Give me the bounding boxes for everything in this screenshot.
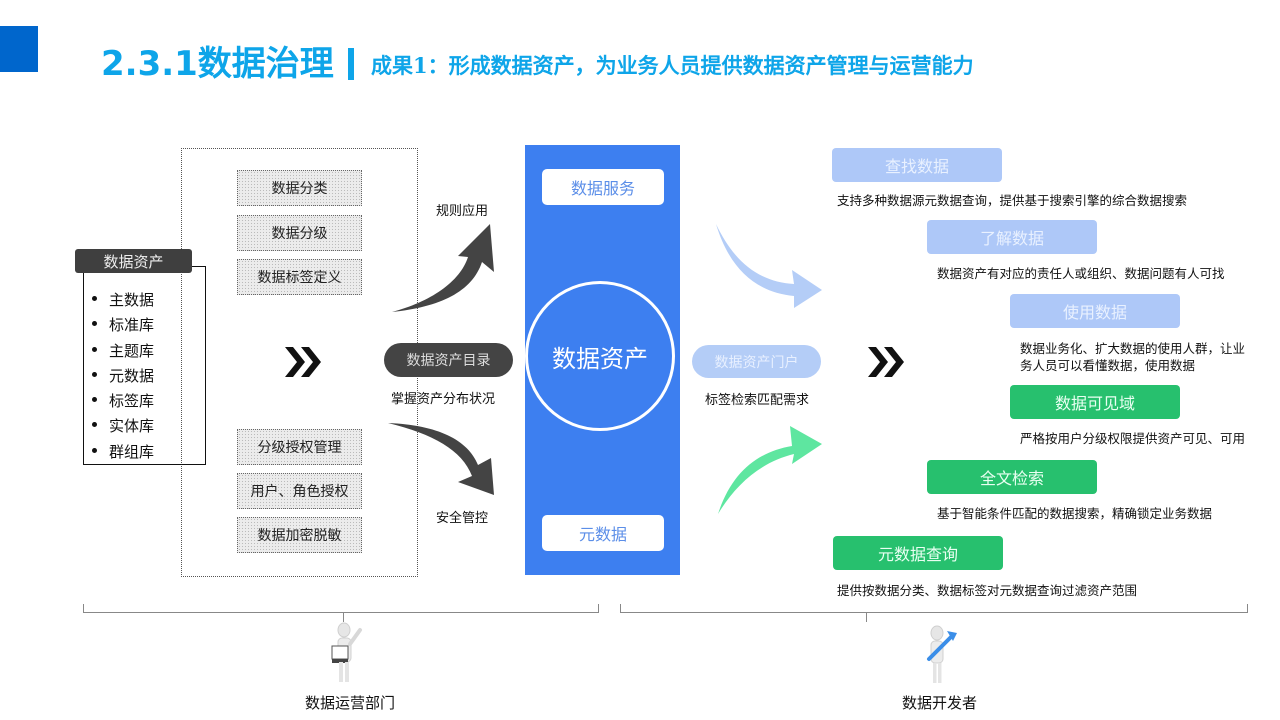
metadata-button[interactable]: 元数据 xyxy=(542,515,664,551)
operations-dept-label: 数据运营部门 xyxy=(305,694,396,712)
right-bracket-stem xyxy=(866,612,867,622)
data-service-button[interactable]: 数据服务 xyxy=(542,169,664,205)
page-title: 2.3.1数据治理 xyxy=(101,44,334,84)
fulltext-search-desc: 基于智能条件匹配的数据搜索，精确锁定业务数据 xyxy=(937,506,1213,521)
governance-item: 数据标签定义 xyxy=(237,259,362,295)
data-asset-circle: 数据资产 xyxy=(525,281,675,431)
list-item: 标签库 xyxy=(92,389,154,414)
list-item: 标准库 xyxy=(92,313,154,338)
governance-item: 用户、角色授权 xyxy=(237,473,362,509)
curved-arrow-blue-icon xyxy=(716,224,822,308)
title-divider xyxy=(348,48,354,80)
asset-list-title: 数据资产 xyxy=(75,249,192,273)
bullet-icon xyxy=(92,397,97,403)
developer-label: 数据开发者 xyxy=(902,694,978,712)
data-visibility-desc: 严格按用户分级权限提供资产可见、可用 xyxy=(1020,431,1246,446)
list-item: 主数据 xyxy=(92,288,154,313)
data-asset-circle-label: 数据资产 xyxy=(552,344,648,373)
asset-portal-caption: 标签检索匹配需求 xyxy=(705,393,810,408)
understand-data-desc: 数据资产有对应的责任人或组织、数据问题有人可找 xyxy=(937,266,1225,281)
metadata-query-button[interactable]: 元数据查询 xyxy=(833,536,1003,570)
left-bracket-stem xyxy=(343,612,344,622)
left-bracket xyxy=(83,604,599,613)
bullet-icon xyxy=(92,447,97,453)
governance-item: 数据加密脱敏 xyxy=(237,517,362,553)
bullet-icon xyxy=(92,296,97,301)
corner-accent-block xyxy=(0,26,38,72)
curved-arrow-up-icon xyxy=(392,224,494,312)
curved-arrow-down-icon xyxy=(388,423,494,495)
metadata-query-desc: 提供按数据分类、数据标签对元数据查询过滤资产范围 xyxy=(837,583,1138,598)
governance-item: 数据分级 xyxy=(237,215,362,251)
arrow-down-caption: 安全管控 xyxy=(436,511,489,526)
page-subtitle: 成果1：形成数据资产，为业务人员提供数据资产管理与运营能力 xyxy=(371,53,974,78)
asset-portal-pill[interactable]: 数据资产门户 xyxy=(692,345,821,378)
data-visibility-button[interactable]: 数据可见域 xyxy=(1010,385,1180,419)
double-chevron-icon xyxy=(868,347,904,377)
curved-arrow-green-icon xyxy=(718,426,822,514)
bullet-icon xyxy=(92,321,97,327)
double-chevron-icon xyxy=(285,347,321,377)
person-tools-icon xyxy=(927,625,957,683)
list-item: 主题库 xyxy=(92,339,154,364)
find-data-desc: 支持多种数据源元数据查询，提供基于搜索引擎的综合数据搜索 xyxy=(837,193,1188,208)
use-data-button[interactable]: 使用数据 xyxy=(1010,294,1180,328)
list-item: 群组库 xyxy=(92,440,154,465)
use-data-desc: 数据业务化、扩大数据的使用人群，让业 务人员可以看懂数据，使用数据 xyxy=(1020,341,1246,373)
governance-item: 数据分类 xyxy=(237,170,362,206)
list-item: 元数据 xyxy=(92,364,154,389)
fulltext-search-button[interactable]: 全文检索 xyxy=(927,460,1097,494)
arrow-up-caption: 规则应用 xyxy=(436,204,489,219)
list-item: 实体库 xyxy=(92,414,154,439)
person-laptop-icon xyxy=(331,622,362,682)
asset-list: 主数据 标准库 主题库 元数据 标签库 实体库 群组库 xyxy=(92,288,154,465)
asset-catalog-caption: 掌握资产分布状况 xyxy=(391,392,496,407)
find-data-button[interactable]: 查找数据 xyxy=(832,148,1002,182)
asset-list-frame-top xyxy=(190,266,206,267)
understand-data-button[interactable]: 了解数据 xyxy=(927,220,1097,254)
governance-item: 分级授权管理 xyxy=(237,429,362,465)
asset-catalog-pill[interactable]: 数据资产目录 xyxy=(384,343,513,377)
asset-list-frame xyxy=(83,266,206,465)
bullet-icon xyxy=(92,422,97,428)
bullet-icon xyxy=(92,346,97,352)
right-bracket xyxy=(620,604,1248,613)
bullet-icon xyxy=(92,371,97,377)
